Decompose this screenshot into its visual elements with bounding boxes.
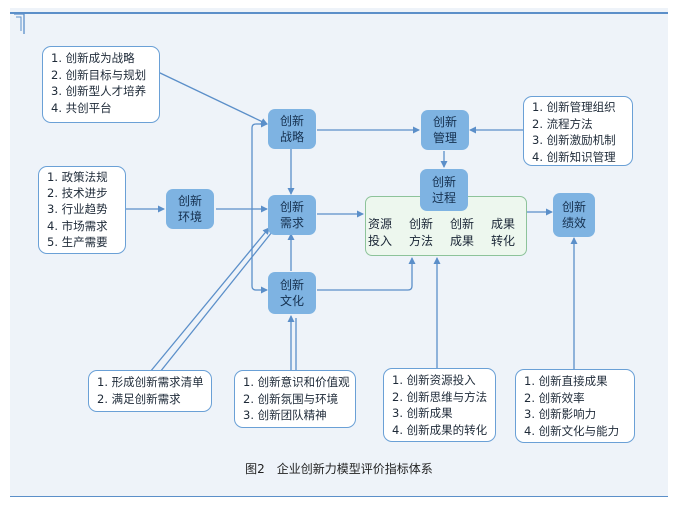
node-innovation-process: 创新 过程	[420, 169, 468, 211]
note-strategy-item: 2. 创新目标与规划	[51, 67, 147, 82]
note-culture: 1. 创新意识和价值观 2. 创新氛围与环境 3. 创新团队精神	[234, 370, 356, 428]
note-management-item: 1. 创新管理组织	[532, 100, 616, 114]
line-demand-note-to-demand-2	[159, 231, 273, 373]
note-process: 1. 创新资源投入 2. 创新思维与方法 3. 创新成果 4. 创新成果的转化	[383, 368, 496, 442]
note-performance-item: 1. 创新直接成果	[524, 374, 608, 388]
node-innovation-environment: 创新 环境	[166, 189, 214, 229]
note-process-item: 4. 创新成果的转化	[392, 422, 488, 437]
corner-bracket-icon	[14, 13, 25, 34]
note-strategy-item: 1. 创新成为战略	[51, 51, 135, 65]
note-demand-item: 2. 满足创新需求	[97, 391, 181, 406]
note-culture-item: 2. 创新氛围与环境	[243, 391, 339, 406]
note-environment-item: 3. 行业趋势	[47, 202, 108, 217]
note-strategy-item: 4. 共创平台	[51, 100, 112, 115]
note-environment-item: 1. 政策法规	[47, 170, 108, 184]
note-environment: 1. 政策法规 2. 技术进步 3. 行业趋势 4. 市场需求 5. 生产需要	[38, 166, 126, 254]
note-demand-item: 1. 形成创新需求清单	[97, 375, 204, 389]
note-performance-item: 2. 创新效率	[524, 390, 585, 405]
process-step-result-transform: 成果 转化	[490, 217, 515, 248]
note-process-item: 1. 创新资源投入	[392, 373, 476, 387]
node-innovation-strategy: 创新 战略	[268, 109, 316, 149]
arrow-demand-note-to-demand	[149, 227, 270, 373]
arrow-strategy-note-to-strategy	[157, 71, 268, 125]
note-culture-item: 1. 创新意识和价值观	[243, 375, 350, 389]
process-step-resource-input: 资源 投入	[367, 217, 392, 248]
node-innovation-performance: 创新 绩效	[553, 193, 595, 237]
note-process-item: 2. 创新思维与方法	[392, 389, 488, 404]
process-step-innovation-method: 创新 方法	[408, 217, 433, 248]
process-step-innovation-result: 创新 成果	[449, 217, 474, 248]
note-demand: 1. 形成创新需求清单 2. 满足创新需求	[88, 370, 212, 412]
note-strategy-item: 3. 创新型人才培养	[51, 84, 147, 98]
note-strategy: 1. 创新成为战略 2. 创新目标与规划 3. 创新型人才培养 4. 共创平台	[42, 46, 160, 123]
node-innovation-culture: 创新 文化	[268, 272, 316, 314]
note-environment-item: 2. 技术进步	[47, 186, 108, 201]
note-performance-item: 3. 创新影响力	[524, 407, 597, 421]
top-rule	[10, 12, 668, 14]
note-environment-item: 5. 生产需要	[47, 234, 108, 249]
arrow-culture-to-process	[317, 257, 416, 291]
note-management-item: 4. 创新知识管理	[532, 149, 616, 164]
note-management: 1. 创新管理组织 2. 流程方法 3. 创新激励机制 4. 创新知识管理	[523, 96, 633, 166]
note-management-item: 2. 流程方法	[532, 116, 593, 131]
note-culture-item: 3. 创新团队精神	[243, 408, 327, 422]
note-process-item: 3. 创新成果	[392, 406, 453, 420]
node-innovation-management: 创新 管理	[421, 110, 469, 150]
figure-caption: 图2 企业创新力模型评价指标体系	[245, 462, 433, 476]
note-management-item: 3. 创新激励机制	[532, 133, 616, 147]
note-performance: 1. 创新直接成果 2. 创新效率 3. 创新影响力 4. 创新文化与能力	[515, 369, 635, 443]
line-branch-vertical	[251, 123, 257, 291]
note-performance-item: 4. 创新文化与能力	[524, 423, 620, 438]
node-innovation-demand: 创新 需求	[268, 195, 316, 235]
bottom-rule	[10, 496, 668, 497]
note-environment-item: 4. 市场需求	[47, 218, 108, 233]
